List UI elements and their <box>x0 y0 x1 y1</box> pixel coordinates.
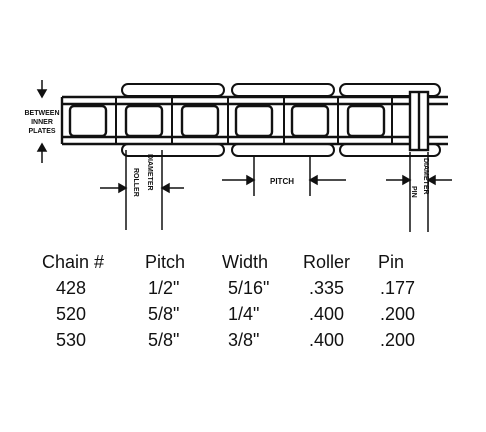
cell-roller: .400 <box>309 330 345 350</box>
pitch-label: PITCH <box>270 177 294 186</box>
cell-pin: .177 <box>380 278 416 298</box>
between-label-2: INNER <box>31 119 53 126</box>
pin-diameter-label: DIAMETER <box>422 158 429 195</box>
cell-width: 1/4" <box>228 304 260 324</box>
cell-chain: 520 <box>56 304 87 324</box>
header-chain: Chain # <box>42 252 105 272</box>
roller-diameter-label: DIAMETER <box>146 154 153 191</box>
between-label-1: BETWEEN <box>25 110 60 117</box>
pin-label: PIN <box>410 186 417 198</box>
roller-diameter-dimension <box>100 150 184 230</box>
bottom-plate-caps <box>121 143 441 157</box>
pin-diameter-dimension <box>386 152 452 232</box>
cell-roller: .400 <box>309 304 345 324</box>
cell-width: 3/8" <box>228 330 260 350</box>
header-pitch: Pitch <box>145 252 186 272</box>
roller-label: ROLLER <box>132 168 139 197</box>
cell-roller: .335 <box>309 278 345 298</box>
pitch-dimension <box>222 156 346 196</box>
between-plates-dimension <box>36 80 48 163</box>
cell-pitch: 1/2" <box>148 278 180 298</box>
table-row: 530 5/8" 3/8" .400 .200 <box>30 330 470 356</box>
cell-pin: .200 <box>380 304 416 324</box>
cell-pitch: 5/8" <box>148 330 180 350</box>
header-pin: Pin <box>378 252 405 272</box>
table-row: 520 5/8" 1/4" .400 .200 <box>30 304 470 330</box>
rollers <box>68 104 386 138</box>
header-roller: Roller <box>303 252 351 272</box>
top-plate-caps <box>121 83 441 97</box>
table-header-row: Chain # Pitch Width Roller Pin <box>30 252 470 278</box>
between-label-3: PLATES <box>28 128 55 135</box>
end-pin <box>408 90 430 152</box>
cell-chain: 530 <box>56 330 87 350</box>
roller-chain-diagram: BETWEEN INNER PLATES ROLLER DIAMETER PIT… <box>25 80 452 232</box>
chain-spec-table: Chain # Pitch Width Roller Pin 428 1/2" … <box>30 252 470 356</box>
link-joints <box>115 97 393 144</box>
cell-pitch: 5/8" <box>148 304 180 324</box>
table-row: 428 1/2" 5/16" .335 .177 <box>30 278 470 304</box>
cell-width: 5/16" <box>228 278 270 298</box>
cell-chain: 428 <box>56 278 87 298</box>
cell-pin: .200 <box>380 330 416 350</box>
header-width: Width <box>222 252 269 272</box>
